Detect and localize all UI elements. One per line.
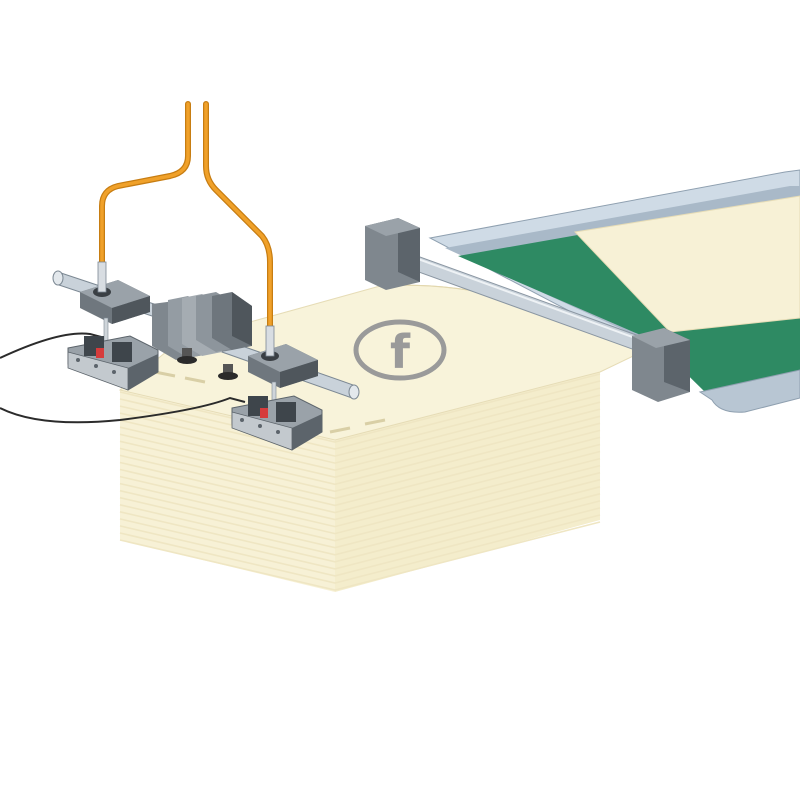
sheet-edge xyxy=(119,436,601,507)
sheet-edge xyxy=(119,429,601,500)
cables xyxy=(0,101,273,424)
sheet-edge xyxy=(119,380,601,450)
orange-cable-left xyxy=(99,101,191,265)
belt-end-roller xyxy=(698,369,800,413)
sheet-edge xyxy=(119,464,601,535)
sheet-edge-lines xyxy=(119,373,601,591)
sheet-edge xyxy=(119,387,601,457)
black-cable-top xyxy=(0,332,106,359)
fork-sensor-left xyxy=(67,335,159,391)
sheet-edge-marks xyxy=(154,370,386,434)
sheet-edge xyxy=(119,500,601,570)
drive-roller-assembly xyxy=(365,218,690,402)
sheet-edge xyxy=(119,471,601,542)
sheet-on-belt xyxy=(573,195,800,333)
fork-sensor-right xyxy=(231,395,323,451)
sheet-edge xyxy=(119,493,601,563)
sheet-edge xyxy=(119,457,601,528)
black-cable-bottom xyxy=(0,396,246,424)
sheet-edge xyxy=(119,408,601,479)
logo-ring xyxy=(353,319,447,381)
suction-cup-left xyxy=(177,348,197,364)
sheet-edge xyxy=(119,486,601,556)
conveyor-belt xyxy=(428,169,800,413)
sheet-edge xyxy=(119,401,601,472)
sheet-edge xyxy=(119,478,601,549)
roller-housing-left xyxy=(365,218,420,290)
sheet-edge xyxy=(119,415,601,486)
sheet-edge xyxy=(119,394,601,464)
sheet-edge xyxy=(119,450,601,521)
sheet-edge xyxy=(119,521,601,591)
sheet-edge xyxy=(119,422,601,493)
suction-cup-right xyxy=(218,364,238,380)
roller-housing-right xyxy=(632,328,690,402)
finned-manifold xyxy=(152,292,252,360)
sensor-head-left xyxy=(80,261,150,349)
sheet-edge xyxy=(119,507,601,577)
sheet-edge xyxy=(119,443,601,514)
brand-logo: f xyxy=(353,319,447,381)
logo-letter: f xyxy=(390,325,411,379)
sheet-edge xyxy=(119,514,601,584)
roller-highlight xyxy=(395,250,650,344)
sensor-head-right xyxy=(248,325,318,407)
